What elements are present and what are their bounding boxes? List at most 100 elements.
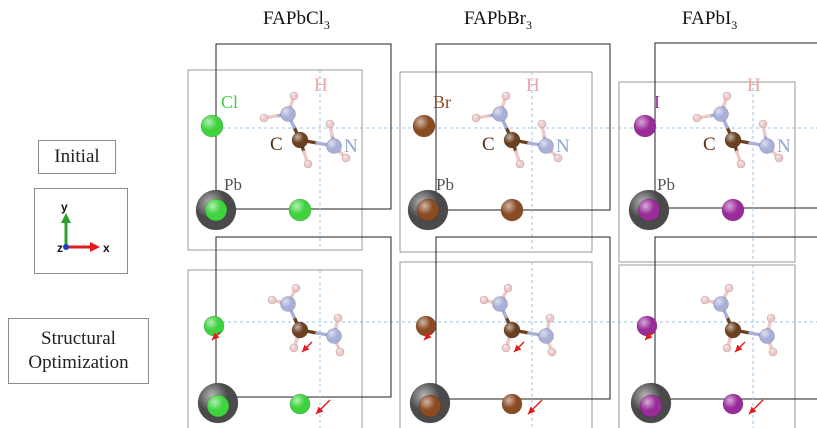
optimized-iodine-halide-atom-on-lead — [639, 394, 663, 418]
optimized-bromine-halide-atom-upper — [415, 315, 437, 337]
initial-chlorine-carbon-atom — [291, 131, 309, 149]
y-axis-label: y — [61, 200, 68, 214]
optimized-bromine-arrow-right-halide-head — [528, 406, 536, 414]
initial-iodine-carbon-label: C — [703, 134, 716, 155]
initial-chlorine-hydrogen-atom — [303, 159, 313, 169]
optimized-iodine-hydrogen-atom — [724, 283, 734, 293]
optimized-bromine-arrow-upper-halide-head — [424, 332, 432, 340]
column-title-fapbi3: FAPbI3 — [682, 8, 738, 32]
optimized-bromine-nitrogen-atom — [538, 328, 554, 344]
optimized-chlorine-hydrogen-atom — [291, 283, 301, 293]
optimized-chlorine-front-cell — [187, 269, 363, 428]
optimized-chlorine-hydrogen-atom — [335, 347, 345, 357]
optimized-chlorine-halide-atom-on-lead — [206, 394, 230, 418]
initial-bromine-halide-atom-upper — [412, 114, 436, 138]
initial-chlorine-nitrogen-atom — [326, 138, 342, 154]
optimized-bromine-hydrogen-atom — [545, 313, 555, 323]
optimized-chlorine-hydrogen-atom — [267, 295, 277, 305]
optimized-chlorine-hydrogen-atom — [289, 343, 299, 353]
optimized-bromine-hydrogen-atom — [547, 347, 557, 357]
initial-chlorine-hydrogen-atom — [289, 91, 299, 101]
x-axis-label: x — [103, 241, 110, 255]
initial-chlorine-lead-label: Pb — [224, 175, 242, 194]
initial-chlorine-halide-label: Cl — [221, 92, 238, 112]
initial-iodine-halide-atom-on-lead — [637, 198, 661, 222]
initial-iodine-back-cell — [654, 42, 817, 209]
optimized-iodine-hydrogen-atom — [722, 343, 732, 353]
initial-iodine-halide-label: I — [654, 92, 660, 112]
optimized-chlorine-arrow-upper-halide-head — [212, 332, 220, 340]
row-label-initial: Initial — [38, 140, 116, 174]
optimized-chlorine-arrow-right-halide-head — [316, 406, 324, 414]
initial-iodine-nitrogen-atom — [713, 106, 729, 122]
initial-chlorine-nitrogen-atom — [280, 106, 296, 122]
optimized-bromine-front-cell — [399, 261, 593, 428]
optimized-iodine-hydrogen-atom — [768, 347, 778, 357]
optimized-bromine-hydrogen-atom — [501, 343, 511, 353]
initial-bromine-hydrogen-atom — [553, 153, 563, 163]
initial-bromine-carbon-atom — [503, 131, 521, 149]
initial-iodine-halide-atom-upper — [633, 114, 657, 138]
initial-iodine-nitrogen-atom — [759, 138, 775, 154]
initial-chlorine-carbon-label: C — [270, 134, 283, 155]
optimized-iodine-hydrogen-atom — [766, 313, 776, 323]
initial-chlorine-hydrogen-label: H — [314, 75, 328, 96]
initial-bromine-hydrogen-atom — [537, 119, 547, 129]
initial-iodine-hydrogen-atom — [692, 113, 702, 123]
optimized-bromine-hydrogen-atom — [503, 283, 513, 293]
column-title-fapbcl3: FAPbCl3 — [263, 8, 330, 32]
initial-bromine-back-cell — [435, 43, 611, 211]
row-label-structural-optimization: Structural Optimization — [8, 318, 149, 384]
optimized-iodine-arrow-right-halide-head — [749, 406, 757, 414]
x-axis-arrowhead — [90, 242, 100, 252]
optimized-bromine-hydrogen-atom — [479, 295, 489, 305]
initial-iodine-nitrogen-label: N — [777, 136, 791, 157]
optimized-bromine-nitrogen-atom — [492, 296, 508, 312]
initial-chlorine-halide-atom-right — [288, 198, 312, 222]
initial-bromine-nitrogen-atom — [492, 106, 508, 122]
y-axis-arrowhead — [61, 213, 71, 223]
optimized-chlorine-nitrogen-atom — [326, 328, 342, 344]
optimized-iodine-back-cell — [654, 236, 817, 400]
initial-iodine-lead-label: Pb — [657, 175, 675, 194]
initial-bromine-hydrogen-atom — [501, 91, 511, 101]
optimized-iodine-front-cell — [618, 264, 796, 428]
optimized-chlorine-halide-atom-right — [289, 393, 311, 415]
initial-chlorine-front-cell — [187, 69, 363, 251]
initial-chlorine-hydrogen-atom — [341, 153, 351, 163]
initial-bromine-hydrogen-label: H — [526, 75, 540, 96]
initial-bromine-hydrogen-atom — [515, 159, 525, 169]
optimized-bromine-carbon-atom — [503, 321, 521, 339]
axes-diagram: y z x — [57, 200, 110, 255]
initial-chlorine-hydrogen-atom — [325, 119, 335, 129]
initial-bromine-lead-label: Pb — [436, 175, 454, 194]
initial-bromine-front-cell — [399, 71, 593, 253]
optimized-bromine-halide-atom-right — [501, 393, 523, 415]
initial-bromine-carbon-label: C — [482, 134, 495, 155]
initial-chlorine-hydrogen-atom — [259, 113, 269, 123]
optimized-bromine-back-cell — [435, 236, 611, 400]
column-title-fapbbr3: FAPbBr3 — [464, 8, 532, 32]
optimized-iodine-carbon-atom — [724, 321, 742, 339]
initial-bromine-halide-label: Br — [433, 92, 451, 112]
optimized-bromine-arrow-molecule-head — [514, 344, 522, 352]
initial-iodine-carbon-atom — [724, 131, 742, 149]
optimized-iodine-halide-atom-right — [722, 393, 744, 415]
optimized-chlorine-arrow-molecule-head — [302, 344, 310, 352]
initial-chlorine-halide-atom-on-lead — [204, 198, 228, 222]
optimized-chlorine-hydrogen-atom — [333, 313, 343, 323]
optimized-chlorine-nitrogen-atom — [280, 296, 296, 312]
optimized-chlorine-halide-atom-upper — [203, 315, 225, 337]
initial-iodine-hydrogen-atom — [722, 91, 732, 101]
optimized-iodine-halide-atom-upper — [636, 315, 658, 337]
initial-bromine-nitrogen-atom — [538, 138, 554, 154]
initial-bromine-halide-atom-right — [500, 198, 524, 222]
axes-legend-box: y z x — [34, 188, 128, 274]
optimized-iodine-hydrogen-atom — [700, 295, 710, 305]
optimized-iodine-nitrogen-atom — [713, 296, 729, 312]
optimized-iodine-arrow-upper-halide-head — [645, 332, 653, 340]
initial-bromine-halide-atom-on-lead — [416, 198, 440, 222]
initial-iodine-front-cell — [618, 81, 796, 263]
initial-chlorine-back-cell — [215, 43, 392, 210]
